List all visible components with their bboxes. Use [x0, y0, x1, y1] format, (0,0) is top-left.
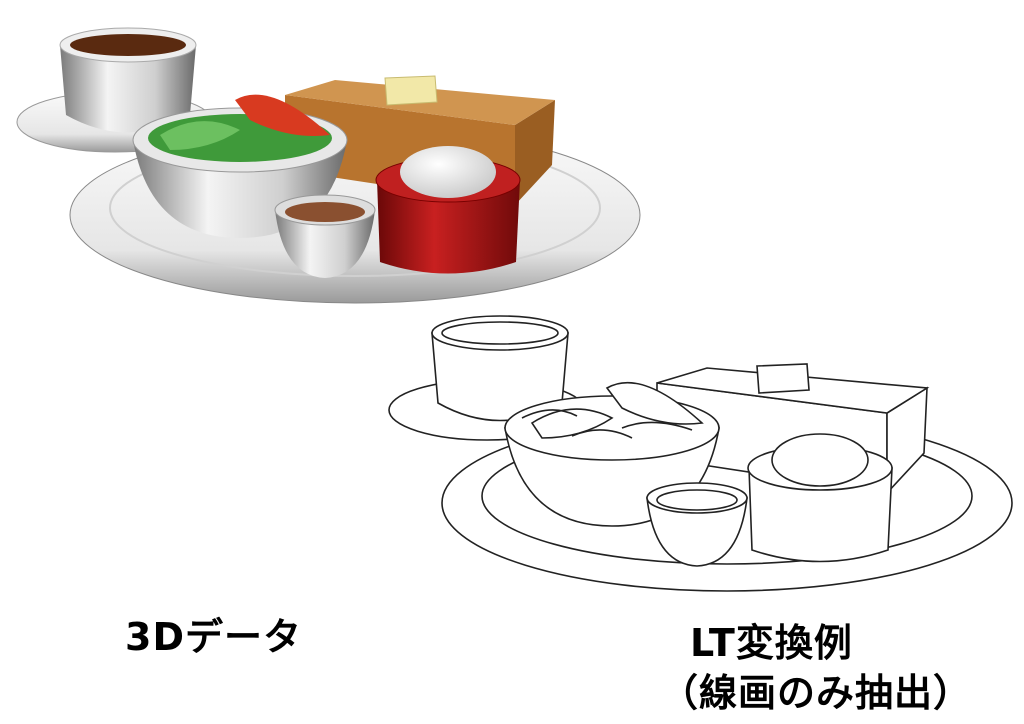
tomato-line — [605, 381, 704, 425]
cup — [60, 45, 196, 133]
caption-3d-data: 3Dデータ — [125, 615, 302, 659]
butter-line — [756, 363, 810, 394]
butter — [384, 75, 438, 106]
sauce — [285, 202, 365, 222]
ramekin — [377, 180, 520, 274]
egg-line — [771, 433, 869, 487]
sauce-dish-line — [646, 497, 748, 567]
render-3d — [16, 27, 641, 304]
tomato — [235, 94, 330, 136]
caption-lt-conversion: LT変換例 — [690, 621, 853, 665]
egg — [400, 146, 496, 198]
coffee-line — [441, 321, 559, 345]
ramekin-line — [748, 467, 893, 563]
lettuce — [160, 121, 240, 150]
lettuce-line — [530, 408, 614, 439]
toast-end — [515, 100, 555, 205]
line-art — [388, 315, 1013, 592]
coffee — [70, 34, 186, 56]
sauce-dish — [275, 210, 375, 278]
sauce-line — [656, 489, 738, 511]
salad-detail-line — [521, 409, 693, 439]
caption-line-only: （線画のみ抽出） — [660, 671, 973, 715]
